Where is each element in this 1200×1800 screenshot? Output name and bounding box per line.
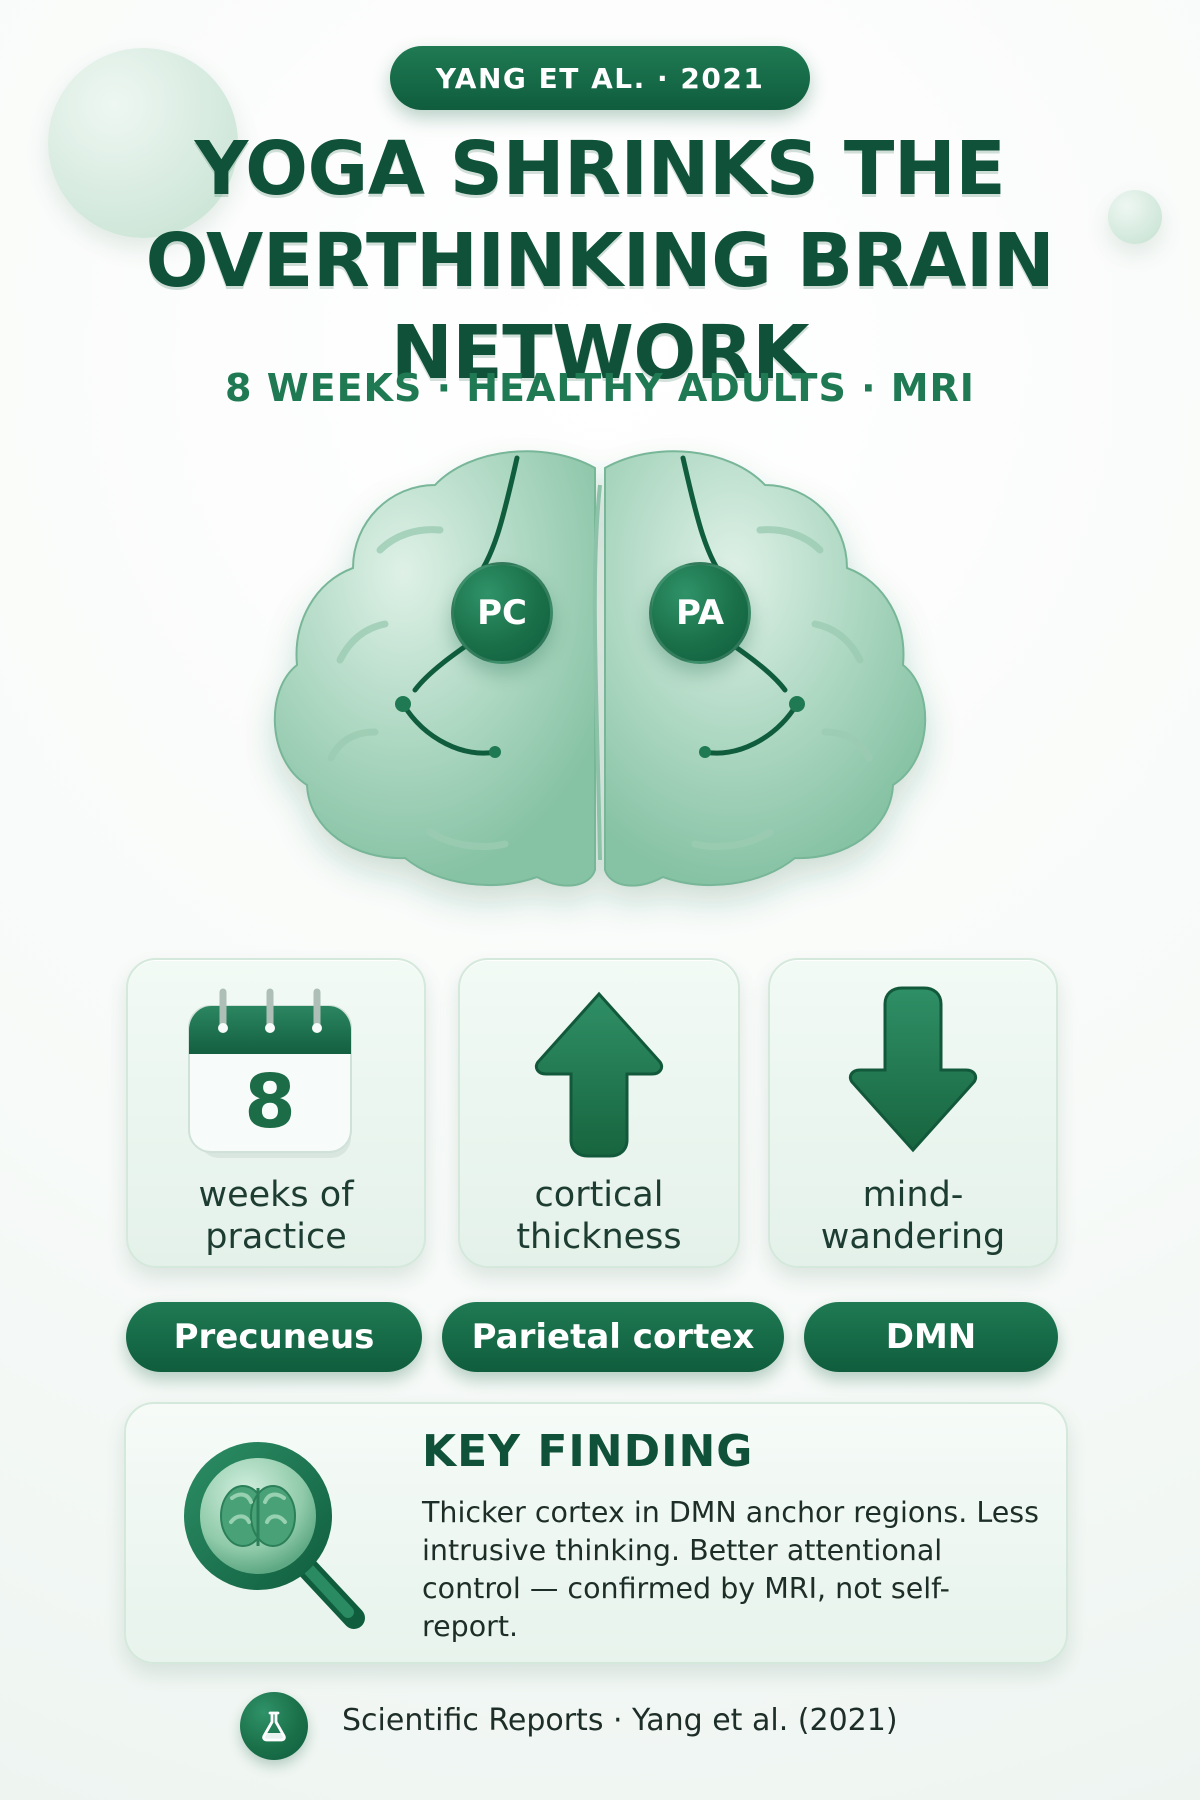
calendar-number: 8 [244, 1059, 296, 1145]
region-pill-dmn: DMN [804, 1302, 1058, 1372]
key-finding-body: Thicker cortex in DMN anchor regions. Le… [422, 1496, 1039, 1643]
stat-card-thickness: cortical thickness [458, 958, 740, 1268]
decorative-bubble-large [48, 48, 238, 238]
arrow-up-icon [534, 991, 664, 1158]
footer-flask-badge [240, 1692, 308, 1760]
calendar-icon: 8 [188, 988, 352, 1158]
stat-label-weeks: weeks of practice [198, 1175, 354, 1257]
brain-icon [273, 450, 927, 887]
precuneus-marker: PC [451, 562, 553, 664]
decorative-bubble-small [1108, 190, 1162, 244]
parietal-marker: PA [649, 562, 751, 664]
title-line-1: YOGA SHRINKS THE [194, 126, 1006, 212]
key-finding-title: KEY FINDING [422, 1426, 754, 1477]
study-subtitle: 8 WEEKS · HEALTHY ADULTS · MRI [225, 366, 975, 410]
page-title: YOGA SHRINKS THE OVERTHINKING BRAIN NETW… [70, 124, 1130, 399]
stat-card-mind-wandering: mind- wandering [768, 958, 1058, 1268]
footer-citation: Scientific Reports · Yang et al. (2021) [342, 1703, 898, 1738]
flask-icon [262, 1711, 286, 1742]
stat-label-mind-wandering: mind- wandering [820, 1175, 1006, 1257]
stat-label-thickness: cortical thickness [516, 1175, 682, 1257]
stat-card-weeks: 8 weeks of practice [126, 958, 426, 1268]
arrow-down-icon [848, 986, 978, 1153]
region-pill-parietal-cortex: Parietal cortex [442, 1302, 784, 1372]
region-pill-precuneus: Precuneus [126, 1302, 422, 1372]
source-badge: YANG ET AL. · 2021 [390, 46, 810, 110]
brain-illustration: PC PA [245, 440, 955, 910]
title-line-2: OVERTHINKING BRAIN NETWORK [145, 217, 1055, 396]
key-finding-card: KEY FINDING Thicker cortex in DMN anchor… [124, 1402, 1068, 1664]
brain-magnifier-icon [184, 1442, 365, 1629]
